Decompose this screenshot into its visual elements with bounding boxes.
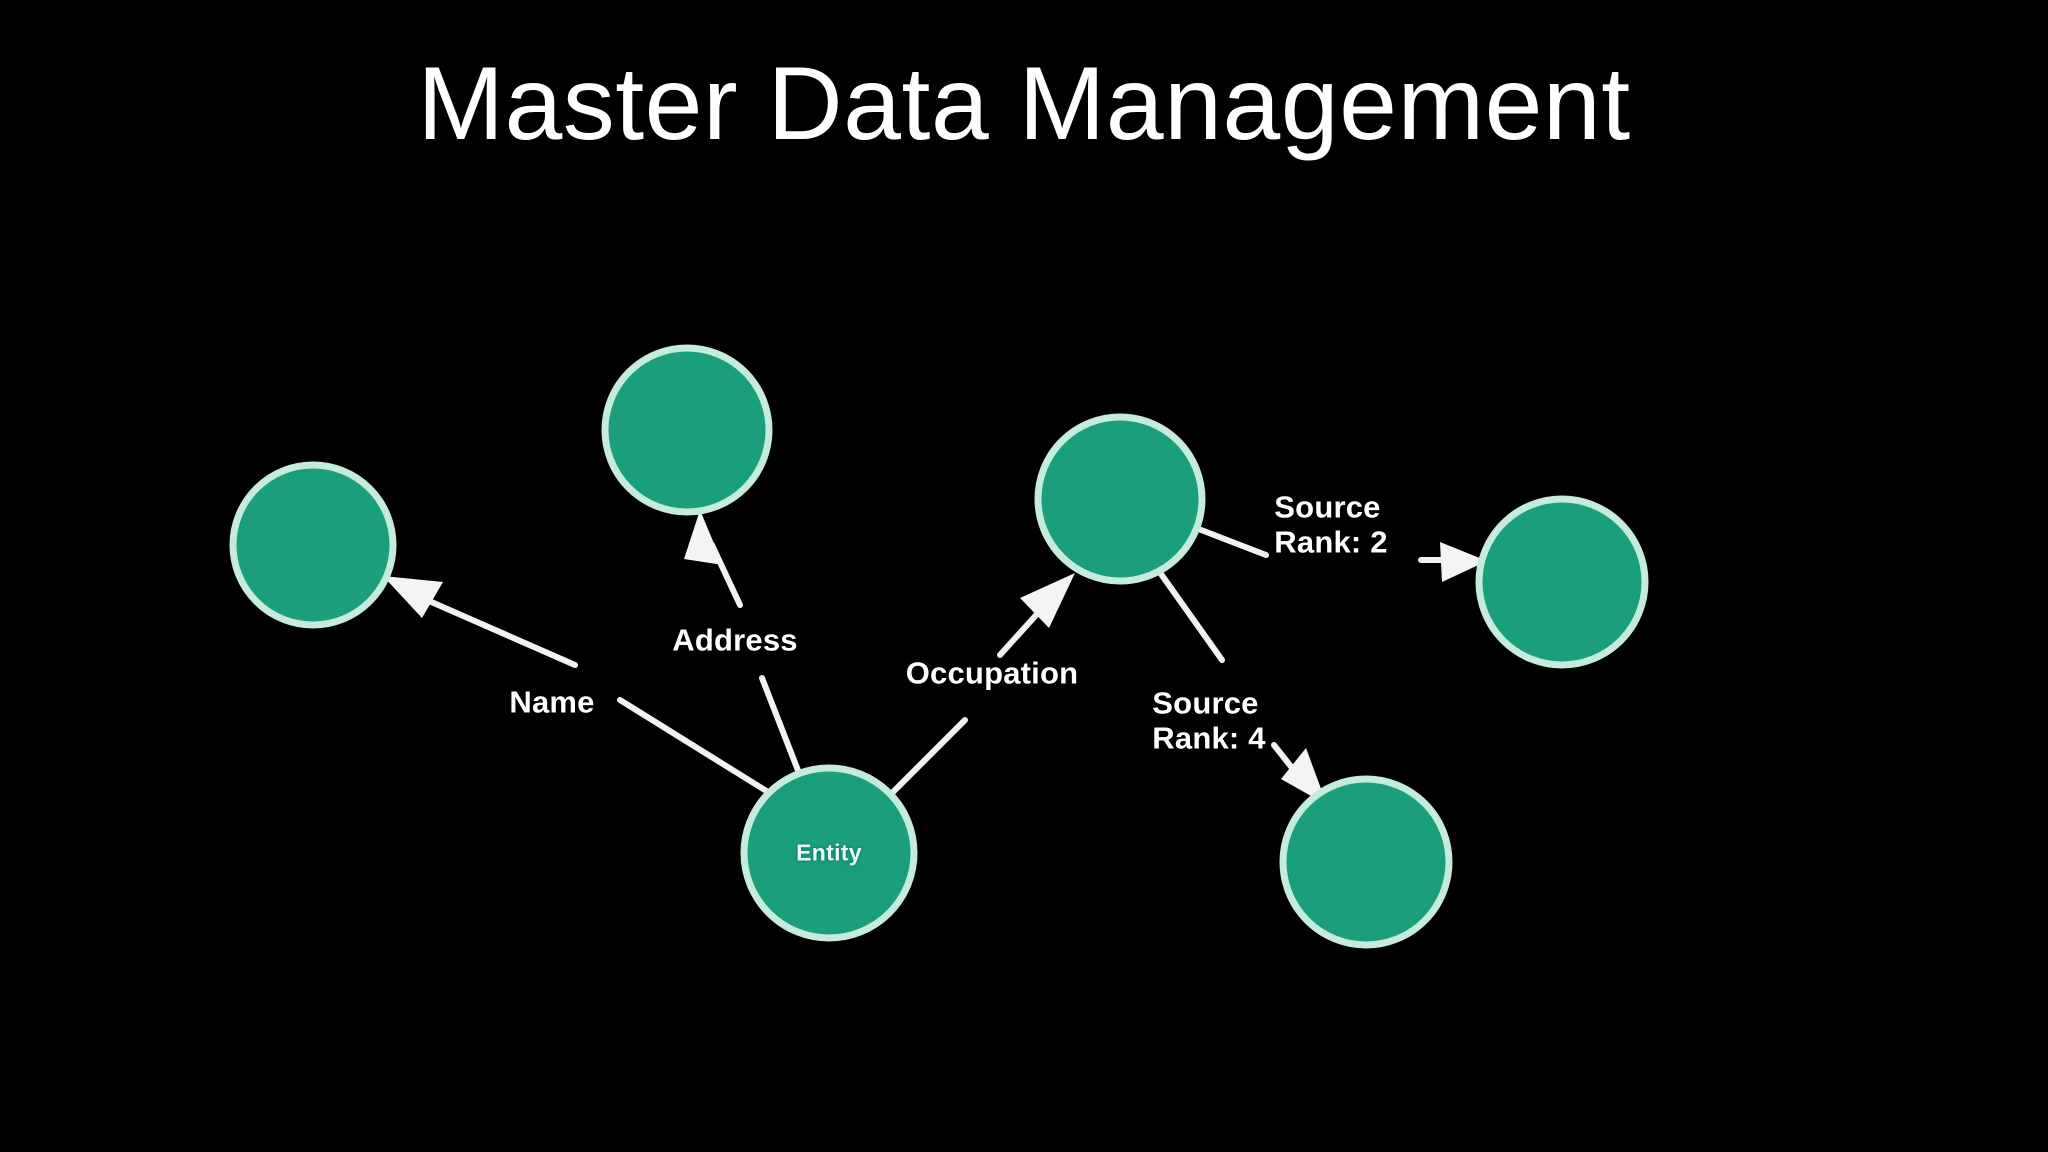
edge-rank2-segment-tail (1193, 525, 1269, 558)
edge-address (684, 510, 802, 776)
node-rank4-target[interactable] (1279, 775, 1453, 949)
edge-rank2 (1193, 525, 1487, 582)
edge-name-arrowhead (383, 576, 443, 618)
edge-name-segment-head (417, 594, 578, 668)
edge-address-arrowhead (684, 510, 723, 565)
edge-rank4 (1158, 571, 1327, 805)
node-address-target[interactable] (601, 344, 773, 516)
edge-rank4-arrowhead (1281, 748, 1327, 805)
page-title: Master Data Management (417, 46, 1631, 162)
node-entity[interactable] (740, 764, 918, 942)
edge-address-segment-tail (759, 675, 802, 776)
node-rank2-target[interactable] (1475, 495, 1649, 669)
node-name-target[interactable] (229, 461, 397, 629)
edge-rank4-segment-tail (1158, 571, 1225, 663)
edge-name-segment-tail (617, 697, 771, 795)
edge-occupation (887, 573, 1075, 798)
edge-label-occupation: Occupation (905, 655, 1079, 691)
edge-name (383, 576, 771, 795)
edge-rank2-arrowhead (1440, 542, 1487, 582)
edge-label-name: Name (509, 684, 595, 720)
edge-occupation-arrowhead (1020, 573, 1075, 628)
edge-label-address: Address (672, 622, 798, 658)
node-occupation-target[interactable] (1034, 413, 1206, 585)
edge-occupation-segment-tail (887, 717, 968, 798)
graph-nodes (229, 344, 1649, 949)
